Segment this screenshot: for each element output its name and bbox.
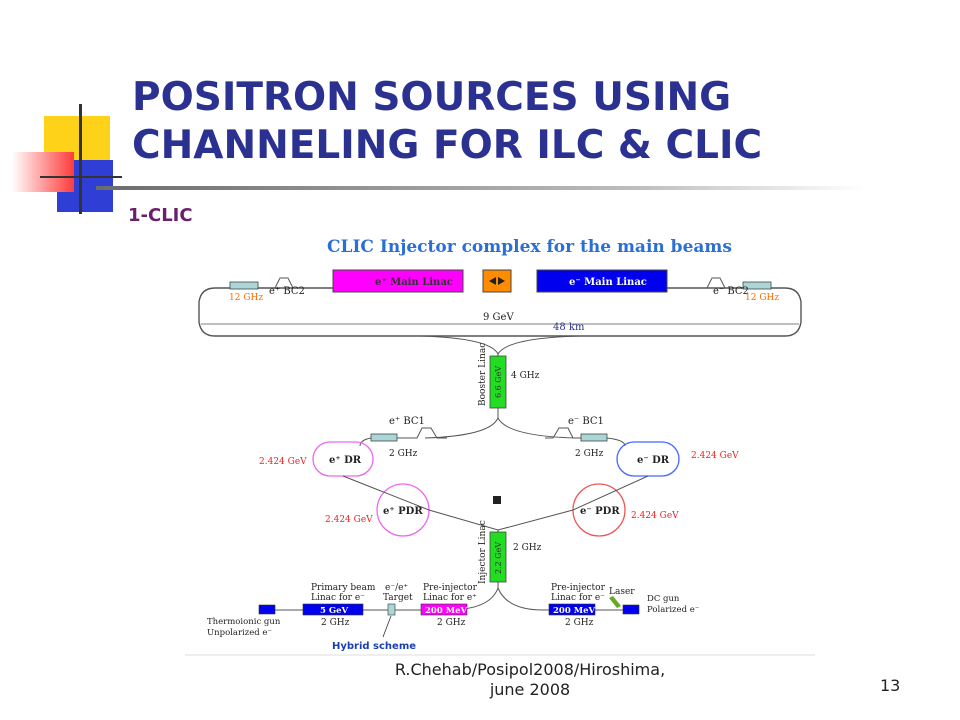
decor-vertical-line xyxy=(79,104,82,214)
main-ring-loop xyxy=(198,287,802,337)
booster-linac-box-label: 6.6 GeV xyxy=(494,366,503,398)
page-number: 13 xyxy=(880,676,901,695)
preinjector-left-label-2: Linac for e⁺ xyxy=(423,593,477,603)
booster-upper-branches xyxy=(419,335,581,355)
main-linac-electron-label: e⁻ Main Linac xyxy=(569,277,647,288)
injector-linac-box-label: 2.2 GeV xyxy=(494,542,503,574)
bc1-right-chicane xyxy=(545,427,581,439)
energy-9-label: 9 GeV xyxy=(483,312,514,323)
hybrid-scheme-label: Hybrid scheme xyxy=(332,641,416,652)
freq-2-right: 2 GHz xyxy=(575,449,604,459)
freq-4-label: 4 GHz xyxy=(511,371,540,381)
freq-2-preinjector-right: 2 GHz xyxy=(565,618,594,628)
preinjector-right-linac xyxy=(548,603,596,616)
dr-left-link xyxy=(359,437,372,447)
slide-footer: R.Chehab/Posipol2008/Hiroshima, june 200… xyxy=(394,660,666,699)
ip-arrow-left xyxy=(498,277,505,285)
bc2-right-chicane xyxy=(699,277,737,289)
freq-2-left: 2 GHz xyxy=(389,449,418,459)
hybrid-scheme-pointer xyxy=(382,615,392,638)
laser-label: Laser xyxy=(609,587,635,597)
freq-2-primary: 2 GHz xyxy=(321,618,350,628)
decor-red-square xyxy=(12,152,74,192)
slide-title: POSITRON SOURCES USING CHANNELING FOR IL… xyxy=(132,75,763,168)
primary-beam-box-label: 5 GeV xyxy=(320,606,349,616)
freq-2-injector-label: 2 GHz xyxy=(513,543,542,553)
energy-dr-right: 2.424 GeV xyxy=(691,451,739,461)
main-linac-positron xyxy=(332,269,464,293)
slide-subtitle: 1-CLIC xyxy=(128,205,193,226)
target-label-2: Target xyxy=(383,593,413,603)
bc1-right-label: e⁻ BC1 xyxy=(568,416,604,427)
target xyxy=(387,603,396,616)
dc-gun-label-1: DC gun xyxy=(647,594,680,604)
thermoionic-gun-label-2: Unpolarized e⁻ xyxy=(207,628,272,638)
primary-beam-label-2: Linac for e⁻ xyxy=(311,593,365,603)
bc1-left-module xyxy=(370,433,398,442)
bc2-right-module xyxy=(742,281,772,290)
freq-12-left: 12 GHz xyxy=(229,293,263,303)
main-linac-electron xyxy=(536,269,668,293)
clic-injector-diagram: CLIC Injector complex for the main beams… xyxy=(185,226,815,656)
primary-beam-linac xyxy=(302,603,364,616)
injector-linac-label: Injector Linac xyxy=(478,520,488,584)
interaction-point xyxy=(482,269,512,293)
dr-left-label: e⁺ DR xyxy=(329,455,362,466)
laser-icon xyxy=(609,596,621,608)
diagram-heading: CLIC Injector complex for the main beams xyxy=(327,237,732,257)
bc1-left-chicane xyxy=(397,427,447,439)
preinjector-right-box-label: 200 MeV xyxy=(553,606,596,616)
target-label-1: e⁻/e⁺ xyxy=(385,583,408,593)
dr-right-label: e⁻ DR xyxy=(637,455,670,466)
bc2-left-label: e⁺ BC2 xyxy=(269,286,305,297)
title-divider xyxy=(96,186,866,190)
bc2-left-module xyxy=(229,281,259,290)
preinjector-right-label-2: Linac for e⁻ xyxy=(551,593,605,603)
bc1-left-label: e⁺ BC1 xyxy=(389,416,425,427)
thermoionic-gun xyxy=(258,604,276,615)
bc1-right-module xyxy=(580,433,608,442)
dump-marker xyxy=(493,496,501,504)
freq-12-right: 12 GHz xyxy=(745,293,779,303)
thermoionic-gun-label-1: Thermoionic gun xyxy=(207,617,281,627)
freq-2-preinjector-left: 2 GHz xyxy=(437,618,466,628)
ip-arrow-right xyxy=(489,277,496,285)
bc2-left-chicane xyxy=(263,277,301,289)
energy-pdr-right: 2.424 GeV xyxy=(631,511,679,521)
booster-linac-label: Booster Linac xyxy=(478,343,488,406)
dc-gun-label-2: Polarized e⁻ xyxy=(647,605,699,615)
pdr-left-label: e⁺ PDR xyxy=(383,506,423,517)
bc2-right-label: e⁻ BC2 xyxy=(713,286,749,297)
dc-gun xyxy=(622,604,640,615)
length-48-label: 48 km xyxy=(553,322,585,333)
decor-horizontal-line xyxy=(40,176,122,178)
preinjector-left-label-1: Pre-injector xyxy=(423,583,478,593)
energy-dr-left: 2.424 GeV xyxy=(259,457,307,467)
booster-lower-branches xyxy=(424,408,576,439)
energy-pdr-left: 2.424 GeV xyxy=(325,515,373,525)
preinjector-left-linac xyxy=(420,603,468,616)
clic-injector-svg: CLIC Injector complex for the main beams… xyxy=(185,226,815,656)
preinjector-left-box-label: 200 MeV xyxy=(425,606,468,616)
preinjector-right-label-1: Pre-injector xyxy=(551,583,606,593)
pdr-right-label: e⁻ PDR xyxy=(580,506,620,517)
primary-beam-label-1: Primary beam xyxy=(311,583,376,593)
main-linac-positron-label: e⁺ Main Linac xyxy=(375,277,453,288)
